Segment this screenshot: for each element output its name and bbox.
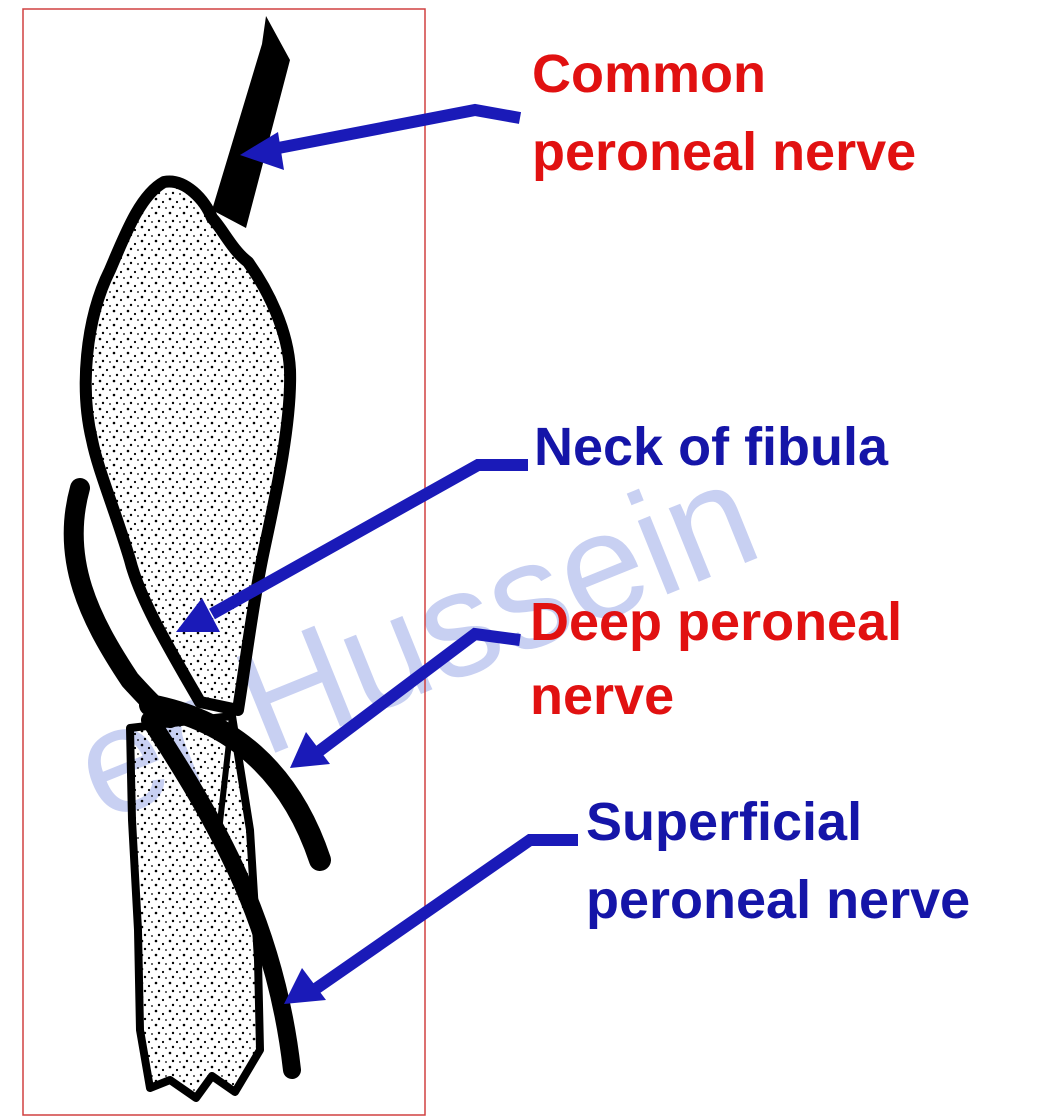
label-deep-peroneal-line2: nerve	[530, 666, 674, 726]
common-peroneal-nerve-shape	[212, 16, 290, 228]
label-deep-peroneal-line1: Deep peroneal	[530, 592, 902, 652]
label-common-peroneal-line2: peroneal nerve	[532, 122, 916, 182]
arrow-superficial-peroneal	[314, 840, 578, 990]
label-superficial-peroneal-line1: Superficial	[586, 792, 862, 852]
label-neck-of-fibula: Neck of fibula	[534, 417, 889, 477]
label-superficial-peroneal-line2: peroneal nerve	[586, 870, 970, 930]
label-common-peroneal-line1: Common	[532, 44, 766, 104]
fibula-shaft-shape	[130, 716, 260, 1098]
arrow-common-peroneal	[268, 110, 520, 150]
